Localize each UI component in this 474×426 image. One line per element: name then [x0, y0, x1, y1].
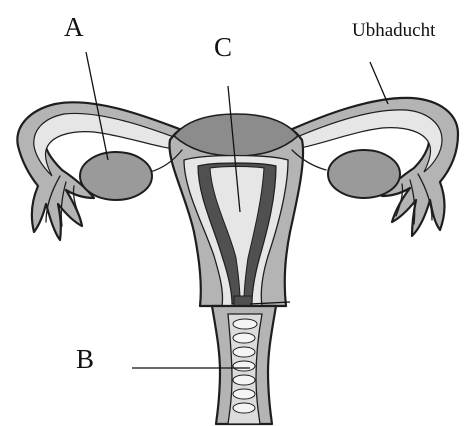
leader-line-tube — [370, 62, 388, 104]
vagina — [212, 306, 276, 424]
ruga-5 — [233, 375, 255, 385]
ruga-6 — [233, 389, 255, 399]
label-c: C — [214, 32, 232, 62]
ruga-1 — [233, 319, 257, 329]
right-ovary — [328, 150, 400, 198]
ruga-4 — [233, 361, 255, 371]
ruga-3 — [233, 347, 255, 357]
left-ovary — [80, 152, 152, 200]
ruga-7 — [233, 403, 255, 413]
uterus — [169, 114, 303, 308]
label-b: B — [76, 344, 94, 374]
label-tube: Ubhaducht — [352, 20, 436, 41]
label-a: A — [64, 12, 84, 42]
ruga-2 — [233, 333, 255, 343]
